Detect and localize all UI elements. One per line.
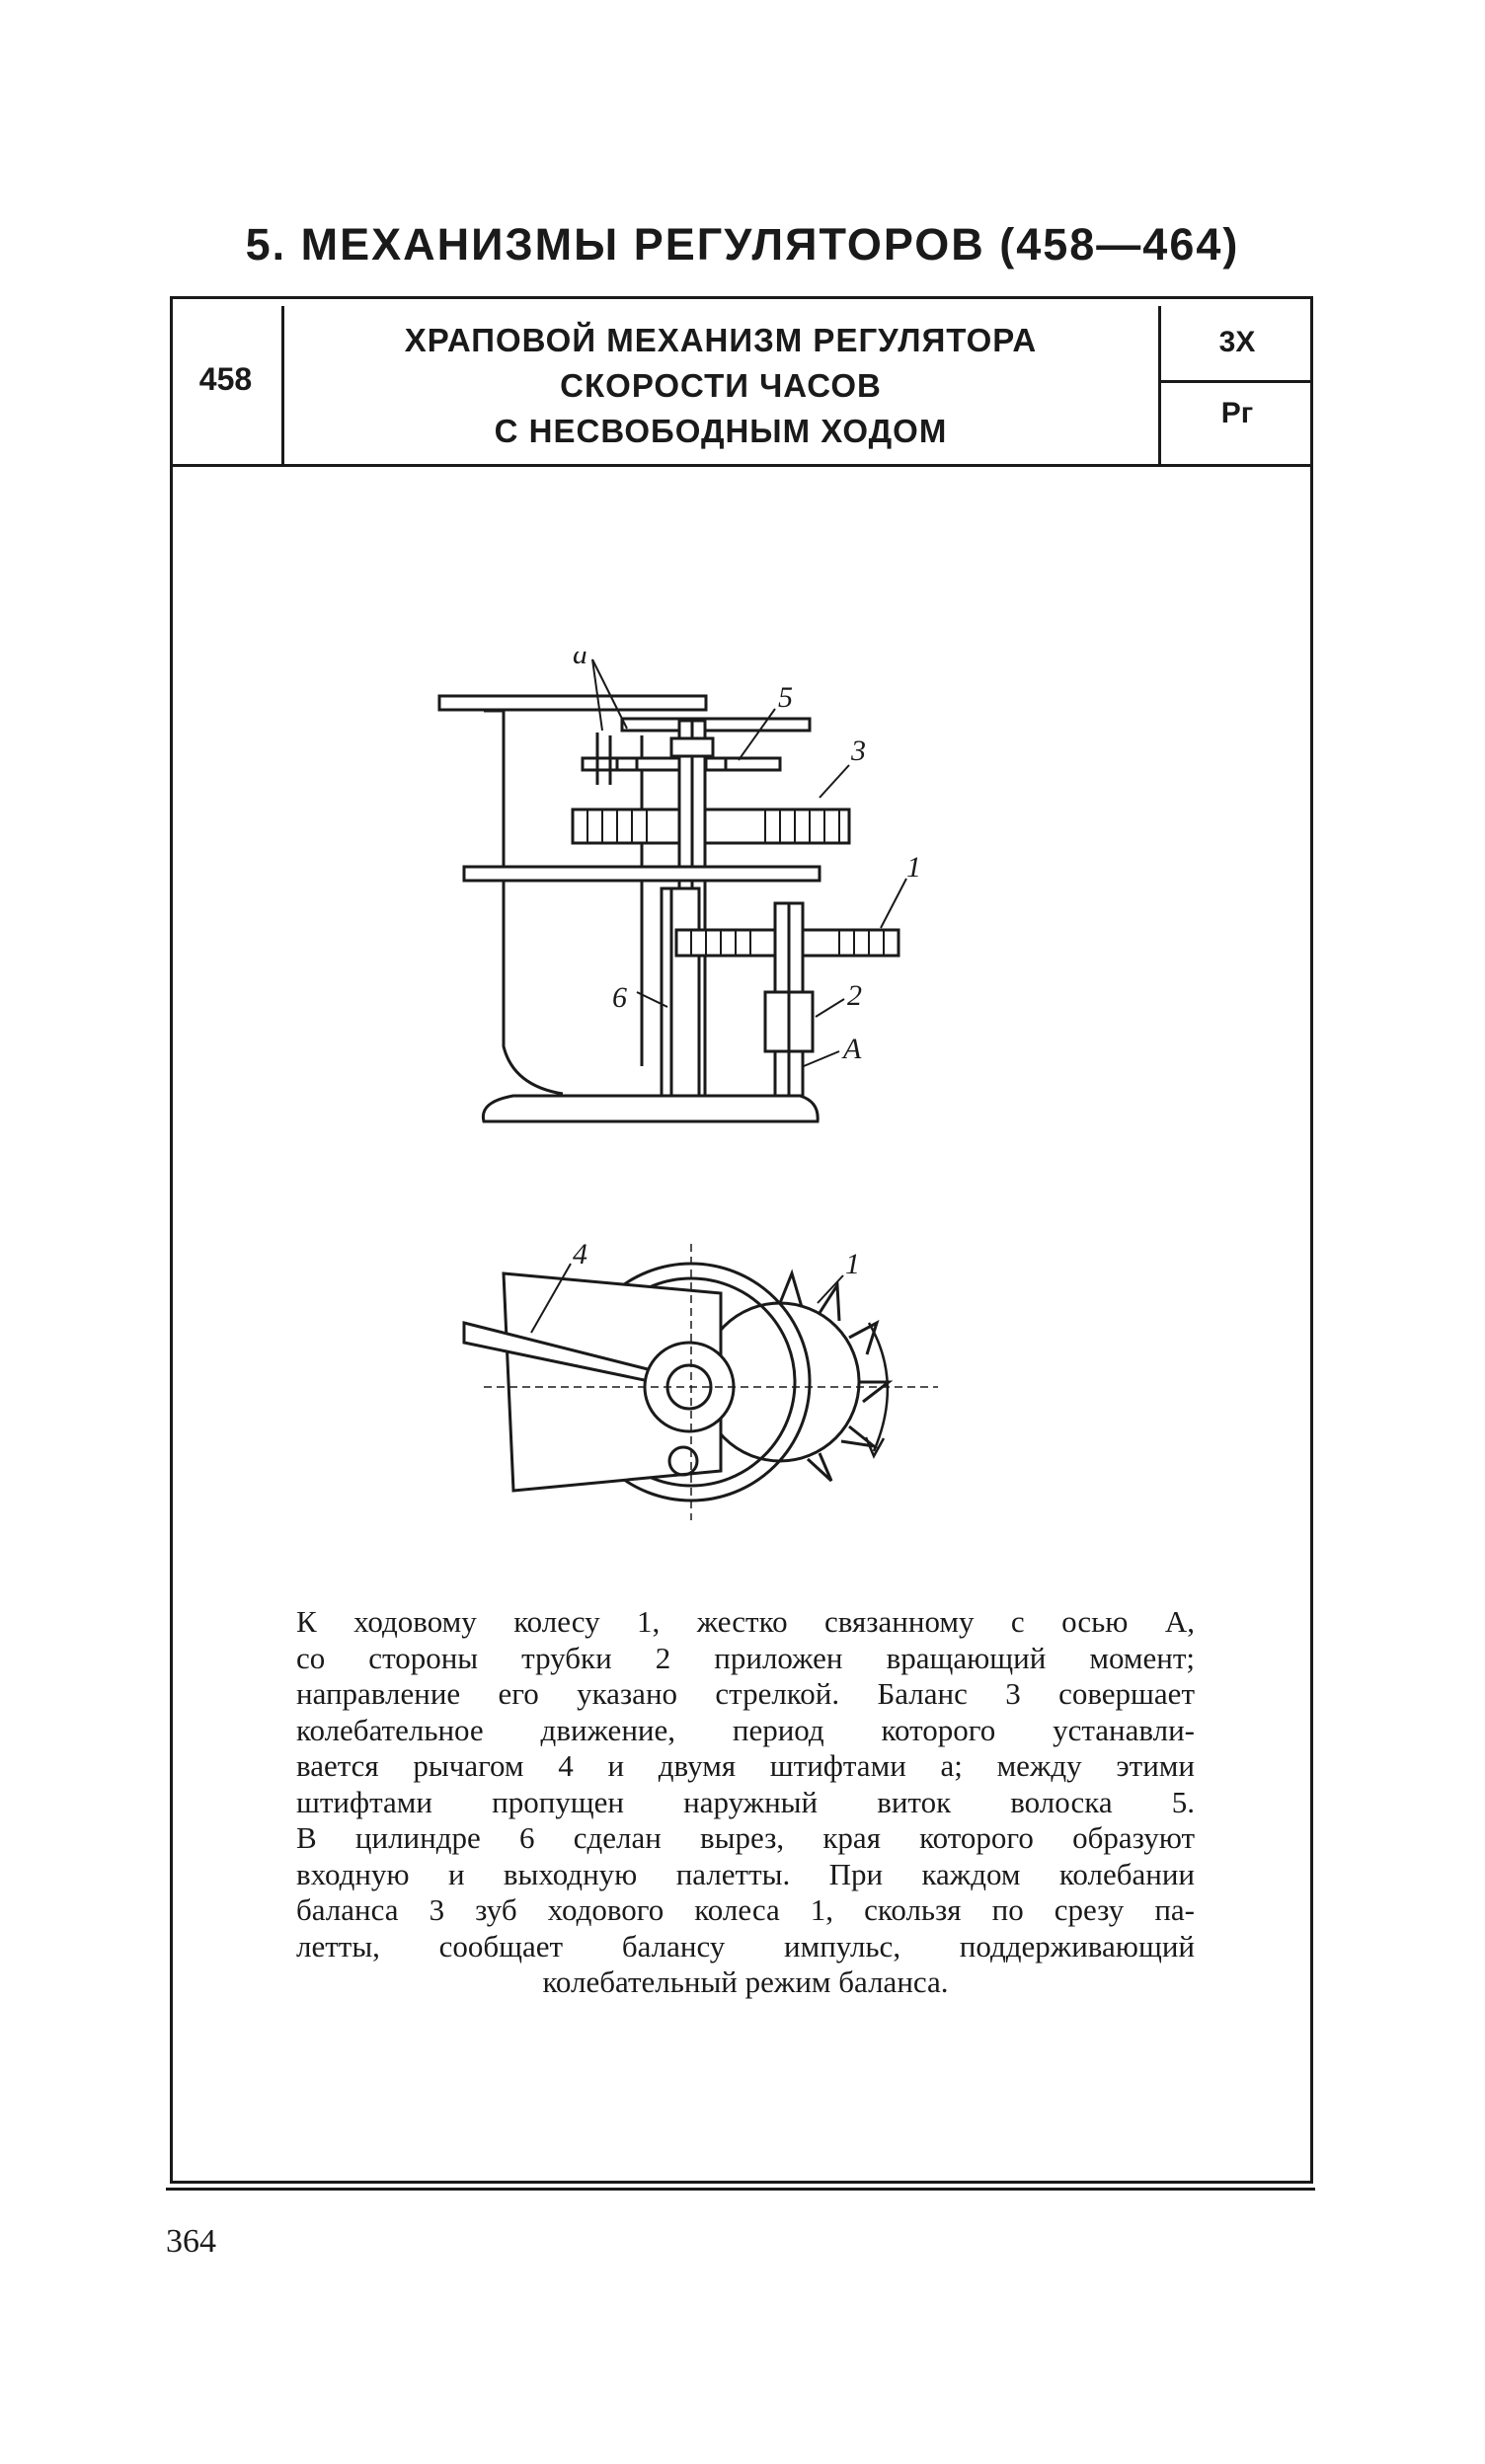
description-line: баланса 3 зуб ходового колеса 1, скользя…: [296, 1892, 1195, 1927]
description-line: входную и выходную палетты. При каждом к…: [296, 1856, 1195, 1891]
entry-title-line: ХРАПОВОЙ МЕХАНИЗМ РЕГУЛЯТОРА: [404, 322, 1038, 358]
entry-frame: [170, 296, 1313, 2184]
description-line: летты, сообщает балансу импульс, поддерж…: [296, 1928, 1195, 1964]
description-line: колебательный режим баланса.: [542, 1964, 949, 1999]
label-3: 3: [850, 734, 866, 767]
section-title: 5. МЕХАНИЗМЫ РЕГУЛЯТОРОВ (458—464): [245, 219, 1240, 270]
label-a: a: [573, 652, 587, 670]
frame-bottom-rule: [166, 2188, 1315, 2191]
description-line: направление его указано стрелкой. Баланс…: [296, 1676, 1195, 1711]
header-separator: [170, 464, 1313, 467]
description-line: со стороны трубки 2 приложен вращающий м…: [296, 1640, 1195, 1675]
description-line: колебательное движение, период которого …: [296, 1712, 1195, 1747]
entry-number: 458: [198, 361, 253, 397]
label-2: 2: [847, 979, 862, 1012]
label-6: 6: [612, 981, 627, 1014]
mechanism-figure: a 5 3 1 6 2 A 4 1: [437, 652, 938, 1520]
classification-code-top: 3Х: [1218, 326, 1256, 358]
label-A: A: [841, 1033, 862, 1065]
label-1-plan: 1: [845, 1248, 860, 1280]
plan-view-labels: 4 1: [573, 1238, 860, 1280]
code-separator: [1158, 380, 1313, 383]
classification-code-bottom: Рг: [1220, 397, 1254, 429]
entry-title-line: С НЕСВОБОДНЫМ ХОДОМ: [494, 413, 948, 449]
description-line: В цилиндре 6 сделан вырез, края которого…: [296, 1820, 1195, 1855]
label-1: 1: [906, 851, 921, 884]
label-5: 5: [778, 681, 793, 714]
description-line: штифтами пропущен наружный виток волоска…: [296, 1784, 1195, 1819]
header-divider-right: [1158, 306, 1161, 464]
description-line: К ходовому колесу 1, жестко связанному с…: [296, 1604, 1195, 1639]
plan-view-drawing: [462, 1244, 938, 1520]
page-number: 364: [166, 2223, 216, 2260]
side-view-drawing: [437, 658, 907, 1123]
header-divider-left: [281, 306, 284, 464]
description-line: вается рычагом 4 и двумя штифтами а; меж…: [296, 1748, 1195, 1783]
label-4: 4: [573, 1238, 587, 1270]
side-view-labels: a 5 3 1 6 2 A: [573, 652, 921, 1065]
entry-title-line: СКОРОСТИ ЧАСОВ: [560, 367, 882, 404]
entry-title: ХРАПОВОЙ МЕХАНИЗМ РЕГУЛЯТОРА СКОРОСТИ ЧА…: [286, 318, 1155, 454]
description: К ходовому колесу 1, жестко связанному с…: [296, 1604, 1195, 2001]
